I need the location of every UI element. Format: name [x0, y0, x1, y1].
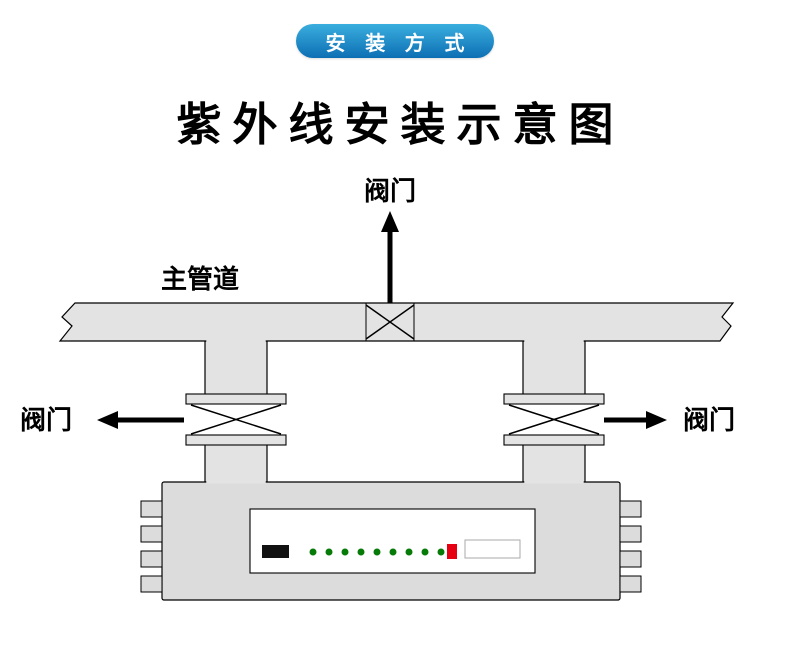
valve-left-label: 阀门 [20, 405, 72, 435]
valve-left-arrow [97, 411, 184, 429]
led-dot [437, 548, 445, 556]
device-tab [619, 550, 642, 568]
display-window [262, 545, 289, 558]
pipe-junction-seam [206, 339, 266, 343]
led-dot [357, 548, 365, 556]
device-junction-seam [524, 480, 584, 484]
left-valve-cross [190, 404, 282, 435]
device-tab [140, 500, 163, 518]
right-valve-flange-top [503, 393, 605, 405]
led-dot [405, 548, 413, 556]
right-valve-cross [508, 404, 600, 435]
device-junction-seam [206, 480, 266, 484]
led-dot [309, 548, 317, 556]
led-dot [389, 548, 397, 556]
left-valve-flange-bottom [185, 434, 287, 446]
led-dot [421, 548, 429, 556]
section-badge-label: 安 装 方 式 [325, 32, 472, 55]
device-tab [619, 575, 642, 593]
device-tabs-right [619, 500, 642, 593]
device-tab [140, 550, 163, 568]
right-valve [503, 393, 605, 446]
device-tab [140, 575, 163, 593]
led-dot [341, 548, 349, 556]
right-valve-flange-bottom [503, 434, 605, 446]
main-pipe [58, 302, 735, 342]
valve-right-arrow [604, 411, 667, 429]
valve-top-label: 阀门 [364, 176, 416, 206]
section-badge: 安 装 方 式 [296, 24, 494, 58]
led-dot [325, 548, 333, 556]
pipe-junction-seam [524, 339, 584, 343]
page-title: 紫外线安装示意图 [176, 99, 625, 150]
left-valve [185, 393, 287, 446]
led-row [309, 548, 445, 556]
center-valve-cross [365, 304, 415, 340]
led-dot [373, 548, 381, 556]
red-indicator [447, 544, 457, 559]
panel-button [464, 539, 521, 559]
main-pipe-label: 主管道 [161, 264, 239, 294]
device-tabs-left [140, 500, 163, 593]
valve-right-label: 阀门 [683, 405, 735, 435]
device-tab [619, 500, 642, 518]
valve-top-arrow [381, 211, 399, 303]
left-valve-flange-top [185, 393, 287, 405]
device-tab [140, 525, 163, 543]
device-tab [619, 525, 642, 543]
